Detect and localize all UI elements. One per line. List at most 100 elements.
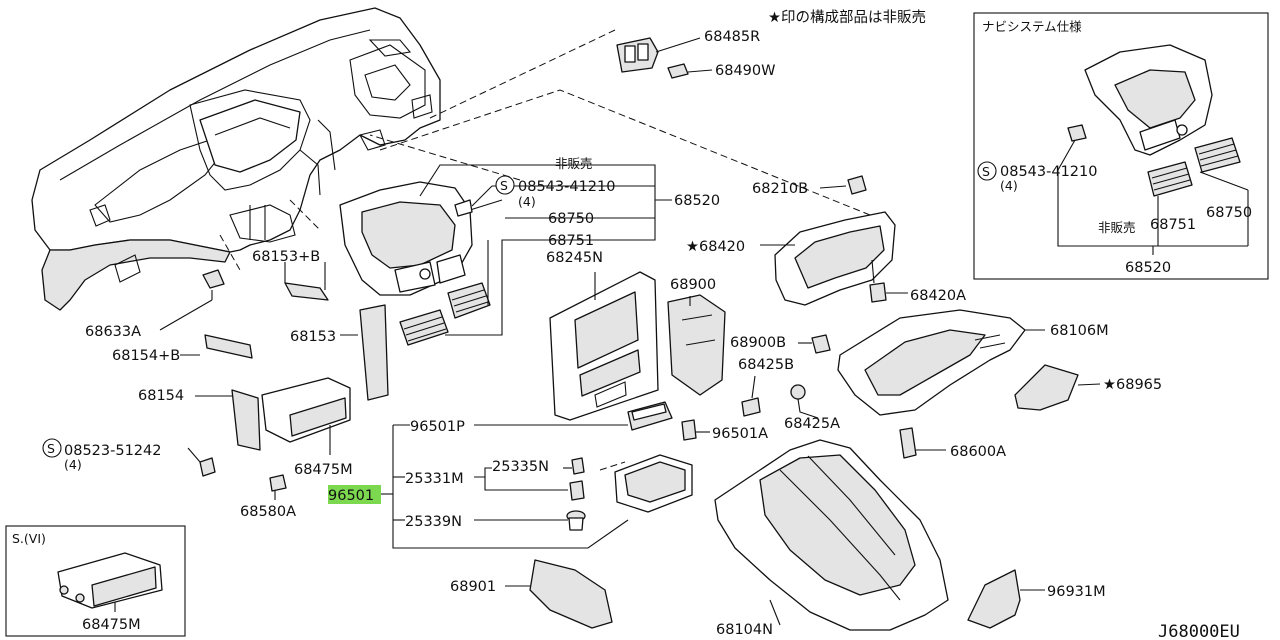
- label-68210B: 68210B: [752, 181, 808, 197]
- label-68485R: 68485R: [704, 29, 760, 45]
- label-25331M: 25331M: [405, 471, 464, 487]
- highlight-96501: [328, 485, 381, 504]
- svg-text:S: S: [500, 178, 508, 193]
- bracket-68520-lines: [419, 164, 672, 336]
- instrument-panel-drawing: [31, 7, 441, 311]
- label-68750: 68750: [548, 211, 594, 227]
- circled-s-main: S: [495, 175, 515, 195]
- side-panel-68900: [667, 294, 726, 396]
- switch-cover-68490W: [667, 63, 713, 79]
- label-08543-41210: 08543-41210: [518, 179, 616, 195]
- bracket-68153B: [284, 262, 329, 301]
- label-08543-qty: (4): [518, 194, 536, 209]
- label-25339N: 25339N: [405, 514, 462, 530]
- pocket-68475M: [261, 377, 351, 455]
- label-25335N: 25335N: [492, 459, 549, 475]
- inset-vent-68751: [1147, 161, 1193, 197]
- inset-label-68520: 68520: [1125, 260, 1171, 276]
- label-68751: 68751: [548, 233, 594, 249]
- inset-nav-lid-drawing: [1084, 44, 1213, 156]
- inset-sv-title: S.(VI): [12, 531, 46, 546]
- inset-vent-68750: [1194, 137, 1241, 173]
- label-68154: 68154: [138, 388, 184, 404]
- label-68106M: 68106M: [1050, 323, 1109, 339]
- label-68425B: 68425B: [738, 357, 794, 373]
- label-68475M: 68475M: [294, 462, 353, 478]
- vent-68750: [447, 282, 491, 319]
- inset-sv: S.(VI) 68475M: [5, 525, 186, 637]
- bracket-68154: [195, 389, 261, 451]
- diagram-code: J68000EU: [1158, 622, 1240, 640]
- svg-text:S: S: [47, 441, 55, 456]
- label-08523-qty: (4): [64, 457, 82, 472]
- label-96931M: 96931M: [1047, 584, 1106, 600]
- label-08523-51242: 08523-51242: [64, 443, 162, 459]
- inset-sv-pocket-drawing: [57, 552, 163, 612]
- clip-68633A: [159, 269, 225, 331]
- label-68520: 68520: [674, 193, 720, 209]
- bracket-68154B: [180, 334, 253, 359]
- bracket-68153: [340, 304, 389, 401]
- label-68104N: 68104N: [716, 622, 773, 638]
- screw-68425A: [790, 384, 819, 419]
- screw-08523: [187, 447, 216, 477]
- ashtray-bracket-lines: [380, 424, 629, 549]
- ashtray-housing-96501: [599, 454, 693, 513]
- cluster-lid-drawing: [339, 181, 503, 296]
- label-68245N: 68245N: [546, 250, 603, 266]
- inset-nav-title: ナビシステム仕様: [982, 19, 1082, 34]
- inset-sv-label-68475M: 68475M: [82, 617, 141, 633]
- lid-68965: ★68965: [1014, 364, 1162, 411]
- inset-label-08543-qty: (4): [1000, 178, 1018, 193]
- label-68900B: 68900B: [730, 335, 786, 351]
- label-68580A: 68580A: [240, 504, 296, 520]
- label-96501: 96501: [328, 488, 374, 504]
- socket-ring-25339N: [566, 510, 586, 531]
- label-68600A: 68600A: [950, 444, 1006, 460]
- screw-08543: [454, 185, 493, 217]
- center-console-68104N: [714, 439, 949, 631]
- label-68901: 68901: [450, 579, 496, 595]
- vent-68751: [399, 309, 449, 346]
- inset-bracket-lines: [1057, 139, 1249, 255]
- note-not-sold: ★印の構成部品は非販売: [768, 9, 926, 26]
- label-68633A: 68633A: [85, 324, 141, 340]
- clip-68425B: [741, 375, 761, 417]
- inset-circled-s: [977, 161, 997, 181]
- lighter-25331M: [569, 480, 585, 501]
- inset-nav-frame: [973, 12, 1269, 280]
- glove-box-68106M: [837, 309, 1045, 416]
- label-68490W: 68490W: [715, 63, 775, 79]
- inset-label-68750: 68750: [1206, 205, 1252, 221]
- leader-lines-dashed: [219, 29, 871, 271]
- screw-68580A: [269, 474, 287, 500]
- clip-68210B: [819, 175, 867, 195]
- label-68420: ★68420: [686, 239, 745, 255]
- screw-68420A: [869, 259, 908, 303]
- finisher-96931M: [967, 569, 1045, 629]
- label-not-sold-main: 非販売: [555, 156, 593, 171]
- finisher-68901: [505, 559, 613, 629]
- label-68965: ★68965: [1103, 377, 1162, 393]
- label-68425A: 68425A: [784, 416, 840, 432]
- label-68900: 68900: [670, 277, 716, 293]
- ashtray-lid-96501P: [627, 401, 673, 431]
- inset-label-08543-41210: 08543-41210: [1000, 164, 1098, 180]
- inset-screw: [1067, 124, 1087, 142]
- circled-s-08523: S: [42, 438, 62, 458]
- label-96501A: 96501A: [712, 426, 768, 442]
- label-68154B: 68154+B: [112, 348, 180, 364]
- inset-sv-frame: [5, 525, 186, 637]
- inset-nav-system: ナビシステム仕様 S 08543-41210 (4) 非販売: [973, 12, 1269, 280]
- meter-hood-68420: ★68420: [686, 211, 896, 306]
- label-96501P: 96501P: [410, 419, 465, 435]
- bolt-68600A: [899, 427, 946, 459]
- lighter-socket-25335N: [571, 457, 585, 475]
- inset-label-68751: 68751: [1150, 217, 1196, 233]
- clip-68900B: [798, 334, 831, 354]
- label-68153: 68153: [290, 329, 336, 345]
- label-68420A: 68420A: [910, 288, 966, 304]
- inset-circled-s-letter: S: [982, 164, 990, 179]
- label-68153B: 68153+B: [252, 249, 320, 265]
